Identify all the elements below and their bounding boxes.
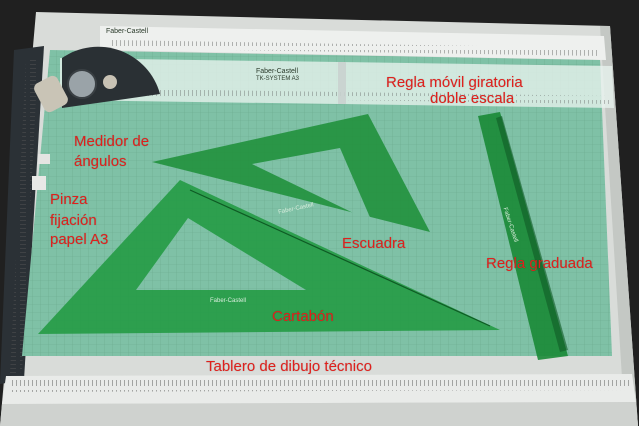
cartabon-brand-text: Faber-Castell [210,298,247,304]
label-medidor-line2: ángulos [74,153,127,170]
ruler-model-text: TK-SYSTEM A3 [256,76,300,82]
label-tablero: Tablero de dibujo técnico [206,358,372,375]
label-pinza-line3: papel A3 [50,231,109,248]
label-pinza-line1: Pinza [50,191,88,208]
regla-scale-edge [496,116,568,352]
label-regla-movil-line2: doble escala [430,90,515,107]
clip-1 [38,154,50,164]
label-cartabon: Cartabón [272,308,334,325]
clip-2 [32,176,46,190]
label-regla-graduada: Regla graduada [486,255,593,272]
label-regla-movil-line1: Regla móvil giratoria [386,74,523,91]
cartabon [38,180,500,334]
label-medidor-line1: Medidor de [74,133,150,150]
ruler-slider [338,62,346,104]
board-top-ticks [110,40,600,56]
label-escuadra: Escuadra [342,235,406,252]
angle-meter-handle [34,75,68,113]
board-bottom-lip [0,402,638,426]
board-right-edge [600,26,638,426]
escuadra-hole-grid [252,148,372,222]
cartabon-edge [189,189,491,327]
board-brand-text: Faber-Castell [106,28,149,35]
label-pinza-line2: fijación [50,212,97,229]
ruler-brand-text: Faber-Castell [256,68,299,75]
angle-meter-screw [103,75,117,89]
bottom-scale-ticks [10,378,630,392]
left-rail-scale [10,58,38,374]
angle-meter-knob [67,69,97,99]
cartabon-hole-grid [136,218,306,290]
